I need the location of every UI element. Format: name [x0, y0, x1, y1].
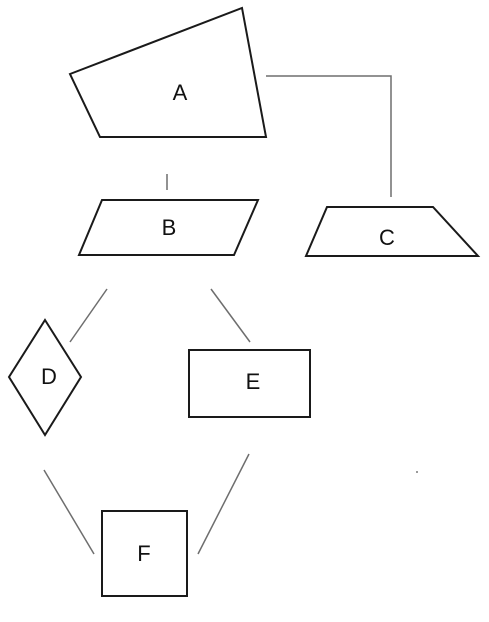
node-e: E [188, 349, 311, 418]
edge-a-c [266, 75, 392, 197]
node-d-label: D [41, 364, 57, 389]
node-b: B [77, 199, 260, 256]
node-a-label: A [173, 80, 188, 105]
edge-d-f [43, 469, 95, 555]
node-d: D [7, 318, 83, 437]
edge-b-d [69, 288, 108, 343]
node-f: F [101, 510, 188, 597]
edge-b-e [210, 288, 251, 343]
node-b-label: B [162, 215, 177, 240]
node-f-shape [101, 510, 188, 597]
node-f-label: F [137, 541, 150, 566]
node-b-shape [77, 199, 260, 256]
node-c-label: C [379, 225, 395, 250]
node-a-shape [68, 6, 268, 138]
edge-e-f [197, 453, 250, 555]
stray-dot [416, 471, 418, 473]
connectors [43, 75, 392, 555]
node-a: A [68, 6, 268, 138]
node-e-label: E [246, 369, 261, 394]
node-c: C [304, 206, 481, 257]
node-e-shape [188, 349, 311, 418]
node-c-shape [304, 206, 481, 257]
node-d-shape [7, 318, 83, 437]
